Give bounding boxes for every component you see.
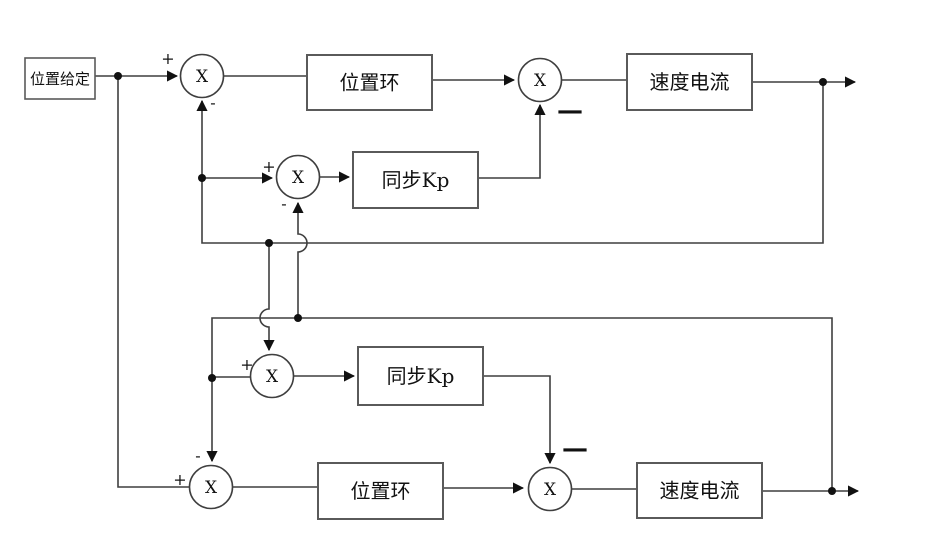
- block-label: 同步Kp: [382, 168, 450, 192]
- block-label: 位置给定: [30, 70, 90, 88]
- summer-circle: [188, 464, 234, 510]
- summing-junction-sync-bottom: X: [249, 353, 295, 399]
- junction-dot: [198, 174, 206, 182]
- block-label: 速度电流: [650, 70, 730, 94]
- summing-junction-position-bottom: X: [188, 464, 234, 510]
- block-label: 位置环: [351, 479, 411, 503]
- wire-sync-kp-bottom-to-speed-summer: [483, 375, 556, 465]
- block-label: 同步Kp: [387, 364, 455, 388]
- summing-junction-sync-top: X: [275, 154, 321, 200]
- block-frame: [317, 462, 444, 520]
- block-frame: [626, 53, 753, 111]
- block-position-loop-top: 位置环: [306, 54, 433, 111]
- block-position-ref: 位置给定: [24, 57, 96, 100]
- summer-symbol: X: [205, 478, 218, 498]
- junction-dot: [265, 239, 273, 247]
- block-frame: [24, 57, 96, 100]
- minus-sign: —: [557, 96, 583, 126]
- block-label: 位置环: [340, 71, 400, 95]
- summer-symbol: X: [534, 71, 547, 91]
- block-frame: [636, 462, 763, 519]
- minus-sign: -: [210, 93, 215, 112]
- summing-junction-speed-top: X: [517, 57, 563, 103]
- plus-sign: +: [240, 355, 253, 374]
- block-frame: [357, 346, 484, 406]
- block-speed-current-top: 速度电流: [626, 53, 753, 111]
- wire-top-feedback-to-sync-summer-bottom: [259, 243, 275, 352]
- block-sync-kp-top: 同步Kp: [352, 151, 479, 209]
- plus-sign: +: [262, 157, 275, 176]
- block-frame: [352, 151, 479, 209]
- plus-sign: +: [161, 49, 174, 68]
- summer-symbol: X: [292, 168, 305, 188]
- summer-circle: [275, 154, 321, 200]
- summer-circle: [517, 57, 563, 103]
- summing-junction-position-top: X: [179, 53, 225, 99]
- wire-bottom-feedback: [206, 317, 833, 491]
- junction-dot: [114, 72, 122, 80]
- block-sync-kp-bottom: 同步Kp: [357, 346, 484, 406]
- block-label: 速度电流: [660, 479, 740, 503]
- minus-sign: -: [281, 194, 286, 213]
- wire-ref-to-bottom-summer: [117, 76, 189, 488]
- junction-dot: [819, 78, 827, 86]
- summer-symbol: X: [544, 480, 557, 500]
- wire-sync-kp-top-to-speed-summer: [478, 103, 546, 179]
- summer-circle: [179, 53, 225, 99]
- minus-sign: -: [195, 446, 200, 465]
- wire-top-feedback: [196, 82, 824, 244]
- summer-symbol: X: [196, 67, 209, 87]
- block-frame: [306, 54, 433, 111]
- wire-bottom-feedback-to-sync-summer-top: [292, 201, 308, 318]
- summing-junction-speed-bottom: X: [527, 466, 573, 512]
- summer-symbol: X: [266, 367, 279, 387]
- junction-dot: [208, 374, 216, 382]
- summer-circle: [527, 466, 573, 512]
- junction-dot: [828, 487, 836, 495]
- block-position-loop-bottom: 位置环: [317, 462, 444, 520]
- minus-sign: —: [562, 434, 588, 464]
- summer-circle: [249, 353, 295, 399]
- plus-sign: +: [173, 470, 186, 489]
- junction-dot: [294, 314, 302, 322]
- block-speed-current-bottom: 速度电流: [636, 462, 763, 519]
